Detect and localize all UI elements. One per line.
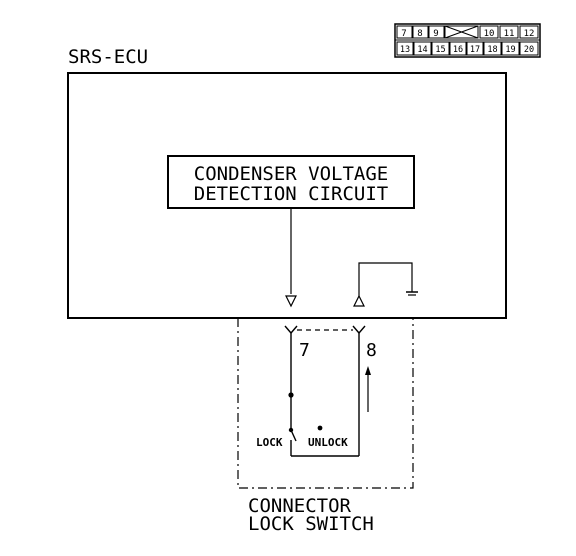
pin-cell bbox=[519, 25, 539, 39]
pin-label: 7 bbox=[401, 29, 406, 39]
pin-cell bbox=[519, 41, 539, 56]
current-flow-arrowhead bbox=[365, 366, 371, 375]
pin-cell bbox=[499, 25, 519, 39]
pin-cell bbox=[396, 41, 414, 56]
pin-label: 11 bbox=[504, 29, 515, 39]
pin-cell bbox=[396, 25, 413, 39]
pin-label: 9 bbox=[433, 29, 438, 39]
ecu-box bbox=[67, 72, 507, 319]
connector-caption-line1: CONNECTOR bbox=[248, 495, 352, 517]
return-arrow-up bbox=[353, 294, 365, 307]
pin-label: 15 bbox=[435, 45, 445, 55]
pin-label: 18 bbox=[487, 45, 497, 55]
pin-cell bbox=[428, 25, 445, 39]
pin-cell bbox=[479, 25, 499, 39]
terminal-7-label: 7 bbox=[299, 340, 310, 361]
blank-cell-cross bbox=[444, 25, 479, 39]
detection-circuit-line1: CONDENSER VOLTAGE bbox=[194, 163, 388, 185]
pin-cell bbox=[501, 41, 520, 56]
terminal-8-marker bbox=[352, 325, 366, 335]
pin-cell-blank bbox=[444, 25, 479, 39]
unlock-label: UNLOCK bbox=[308, 436, 348, 449]
connector-pin-grid: 7 8 9 10 11 12 13 14 15 16 17 18 19 20 bbox=[394, 23, 541, 58]
pin-label: 8 bbox=[417, 29, 422, 39]
switch-contact-unlock bbox=[317, 425, 323, 431]
pin-label: 13 bbox=[400, 45, 410, 55]
junction-dot bbox=[288, 392, 294, 398]
ecu-label: SRS-ECU bbox=[68, 46, 148, 68]
terminal-7-marker bbox=[284, 325, 298, 335]
pin-cell bbox=[466, 41, 484, 56]
pin-label: 17 bbox=[470, 45, 480, 55]
pin-label: 10 bbox=[484, 29, 495, 39]
connector-outline bbox=[237, 318, 414, 489]
lock-label: LOCK bbox=[256, 436, 283, 449]
pin-cell bbox=[431, 41, 450, 56]
ground-wire bbox=[358, 262, 413, 296]
pin-label: 14 bbox=[417, 45, 427, 55]
terminal-8-label: 8 bbox=[366, 340, 377, 361]
pin-cell bbox=[483, 41, 502, 56]
pin-cell bbox=[413, 41, 432, 56]
pin-label: 20 bbox=[524, 45, 534, 55]
pin-cell bbox=[449, 41, 467, 56]
signal-arrow-down bbox=[285, 295, 297, 308]
connector-caption-line2: LOCK SWITCH bbox=[248, 513, 374, 535]
detection-circuit-line2: DETECTION CIRCUIT bbox=[194, 183, 388, 205]
pin-cell bbox=[412, 25, 429, 39]
pin-label: 19 bbox=[505, 45, 515, 55]
pin-label: 16 bbox=[453, 45, 463, 55]
switch-blade bbox=[290, 429, 297, 442]
pin-label: 12 bbox=[524, 29, 535, 39]
